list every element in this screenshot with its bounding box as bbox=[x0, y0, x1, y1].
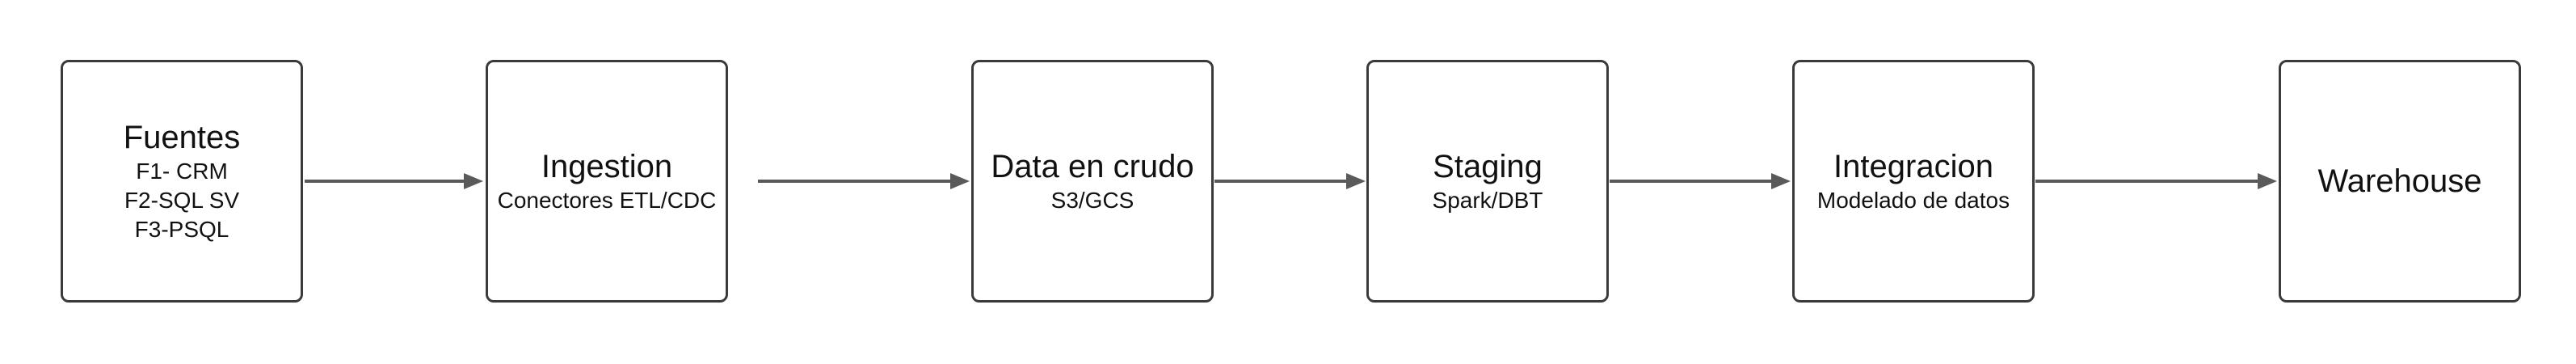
node-subtitle: Modelado de datos bbox=[1816, 188, 2010, 213]
node-subtitle: S3/GCS bbox=[1050, 188, 1134, 213]
node-subtitles: S3/GCS bbox=[1051, 186, 1134, 215]
node-title: Ingestion bbox=[541, 149, 673, 184]
node-subtitle: F3-PSQL bbox=[134, 217, 229, 242]
node-subtitle: Conectores ETL/CDC bbox=[497, 188, 717, 213]
node-subtitles: Spark/DBT bbox=[1433, 186, 1543, 215]
node-warehouse: Warehouse bbox=[2279, 60, 2521, 303]
node-fuentes: Fuentes F1- CRM F2-SQL SV F3-PSQL bbox=[61, 60, 303, 303]
node-staging: Staging Spark/DBT bbox=[1366, 60, 1609, 303]
arrow-staging-to-integracion bbox=[1610, 173, 1791, 189]
arrow-integracion-to-warehouse bbox=[2035, 173, 2277, 189]
node-subtitles: Modelado de datos bbox=[1817, 186, 2010, 215]
node-title: Fuentes bbox=[123, 120, 241, 155]
node-subtitle: F1- CRM bbox=[136, 159, 228, 184]
arrow-fuentes-to-ingestion bbox=[305, 173, 483, 189]
node-subtitle: Spark/DBT bbox=[1432, 188, 1543, 213]
arrow-data-en-crudo-to-staging bbox=[1214, 173, 1366, 189]
node-title: Staging bbox=[1433, 149, 1543, 184]
node-ingestion: Ingestion Conectores ETL/CDC bbox=[486, 60, 728, 303]
node-title: Integracion bbox=[1833, 149, 1993, 184]
node-data-en-crudo: Data en crudo S3/GCS bbox=[971, 60, 1214, 303]
node-title: Warehouse bbox=[2317, 163, 2482, 199]
arrow-ingestion-to-data-en-crudo bbox=[758, 173, 970, 189]
node-integracion: Integracion Modelado de datos bbox=[1792, 60, 2035, 303]
node-subtitles: F1- CRM F2-SQL SV F3-PSQL bbox=[124, 157, 239, 244]
node-subtitle: F2-SQL SV bbox=[124, 188, 240, 213]
node-subtitles: Conectores ETL/CDC bbox=[498, 186, 717, 215]
node-title: Data en crudo bbox=[991, 149, 1194, 184]
